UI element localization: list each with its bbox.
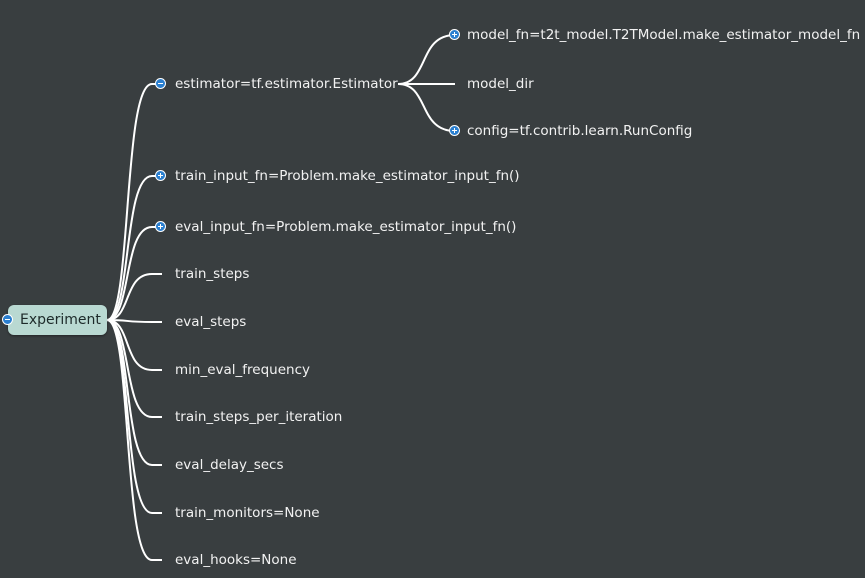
root-node-experiment[interactable]: Experiment — [2, 305, 107, 335]
edge-estimator-to-child-2 — [397, 83, 456, 132]
edge-estimator-to-child-0 — [397, 34, 456, 85]
expand-config-icon[interactable] — [449, 125, 460, 136]
expand-model-fn-icon[interactable] — [449, 29, 460, 40]
node-model-dir[interactable]: model_dir — [467, 76, 534, 92]
edge-root-to-child-7 — [106, 319, 153, 466]
expand-train-input-fn-icon[interactable] — [155, 170, 166, 181]
node-train-input-fn[interactable]: train_input_fn=Problem.make_estimator_in… — [175, 168, 520, 184]
edge-root-to-child-9 — [106, 319, 153, 561]
edge-root-to-child-3 — [106, 273, 153, 321]
edge-root-to-child-1 — [106, 175, 153, 321]
node-model-fn[interactable]: model_fn=t2t_model.T2TModel.make_estimat… — [467, 27, 861, 43]
expand-eval-input-fn-icon[interactable] — [155, 221, 166, 232]
edge-root-to-child-2 — [106, 226, 153, 321]
node-config[interactable]: config=tf.contrib.learn.RunConfig — [467, 123, 693, 139]
root-node-label: Experiment — [20, 312, 101, 328]
node-eval-steps[interactable]: eval_steps — [175, 314, 247, 330]
node-eval-input-fn[interactable]: eval_input_fn=Problem.make_estimator_inp… — [175, 219, 517, 235]
collapse-estimator-icon[interactable] — [155, 78, 166, 89]
node-eval-delay-secs[interactable]: eval_delay_secs — [175, 457, 284, 473]
node-train-steps-per-iteration[interactable]: train_steps_per_iteration — [175, 409, 343, 425]
node-min-eval-frequency[interactable]: min_eval_frequency — [175, 362, 310, 378]
edge-root-to-child-0 — [106, 83, 153, 321]
node-train-steps[interactable]: train_steps — [175, 266, 250, 282]
node-estimator[interactable]: estimator=tf.estimator.Estimator — [175, 76, 398, 92]
collapse-root-icon[interactable] — [2, 314, 13, 325]
node-eval-hooks[interactable]: eval_hooks=None — [175, 552, 297, 568]
node-train-monitors[interactable]: train_monitors=None — [175, 505, 320, 521]
